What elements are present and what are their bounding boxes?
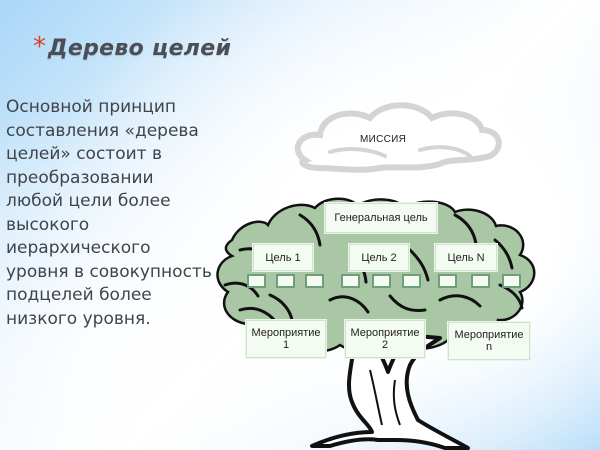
activity-number: n bbox=[485, 341, 493, 353]
goal-label: Цель 2 bbox=[361, 251, 397, 264]
goal-label: Цель N bbox=[447, 251, 485, 264]
subgoal-box bbox=[305, 274, 324, 288]
activity-box-n: Мероприятие n bbox=[448, 322, 530, 360]
subgoal-box bbox=[402, 274, 421, 288]
subgoal-box bbox=[502, 274, 521, 288]
activity-box-1: Мероприятие 1 bbox=[246, 320, 326, 358]
general-goal-box: Генеральная цель bbox=[325, 203, 437, 233]
activity-box-2: Мероприятие 2 bbox=[345, 320, 425, 358]
mission-label: МИССИЯ bbox=[360, 134, 407, 145]
goal-label: Цель 1 bbox=[265, 251, 301, 264]
goal-box-n: Цель N bbox=[435, 244, 497, 271]
slide-title: * Дерево целей bbox=[33, 32, 232, 62]
title-text: Дерево целей bbox=[48, 36, 232, 61]
general-goal-label: Генеральная цель bbox=[334, 212, 428, 224]
subgoal-box bbox=[438, 274, 457, 288]
goal-tree-illustration bbox=[216, 102, 536, 450]
goal-box-1: Цель 1 bbox=[253, 244, 313, 271]
goal-box-2: Цель 2 bbox=[349, 244, 409, 271]
subgoal-box bbox=[341, 274, 360, 288]
activity-number: 1 bbox=[282, 339, 290, 351]
activity-number: 2 bbox=[381, 339, 389, 351]
subgoal-box bbox=[471, 274, 490, 288]
asterisk-bullet-icon: * bbox=[33, 32, 46, 62]
activity-label: Мероприятие bbox=[251, 327, 321, 339]
body-paragraph: Основной принцип составления «дерева цел… bbox=[6, 97, 212, 329]
activity-label: Мероприятие bbox=[454, 329, 524, 341]
subgoal-box bbox=[276, 274, 295, 288]
subgoal-box bbox=[247, 274, 266, 288]
activity-label: Мероприятие bbox=[350, 327, 420, 339]
subgoal-box bbox=[372, 274, 391, 288]
cloud-icon bbox=[294, 102, 502, 173]
